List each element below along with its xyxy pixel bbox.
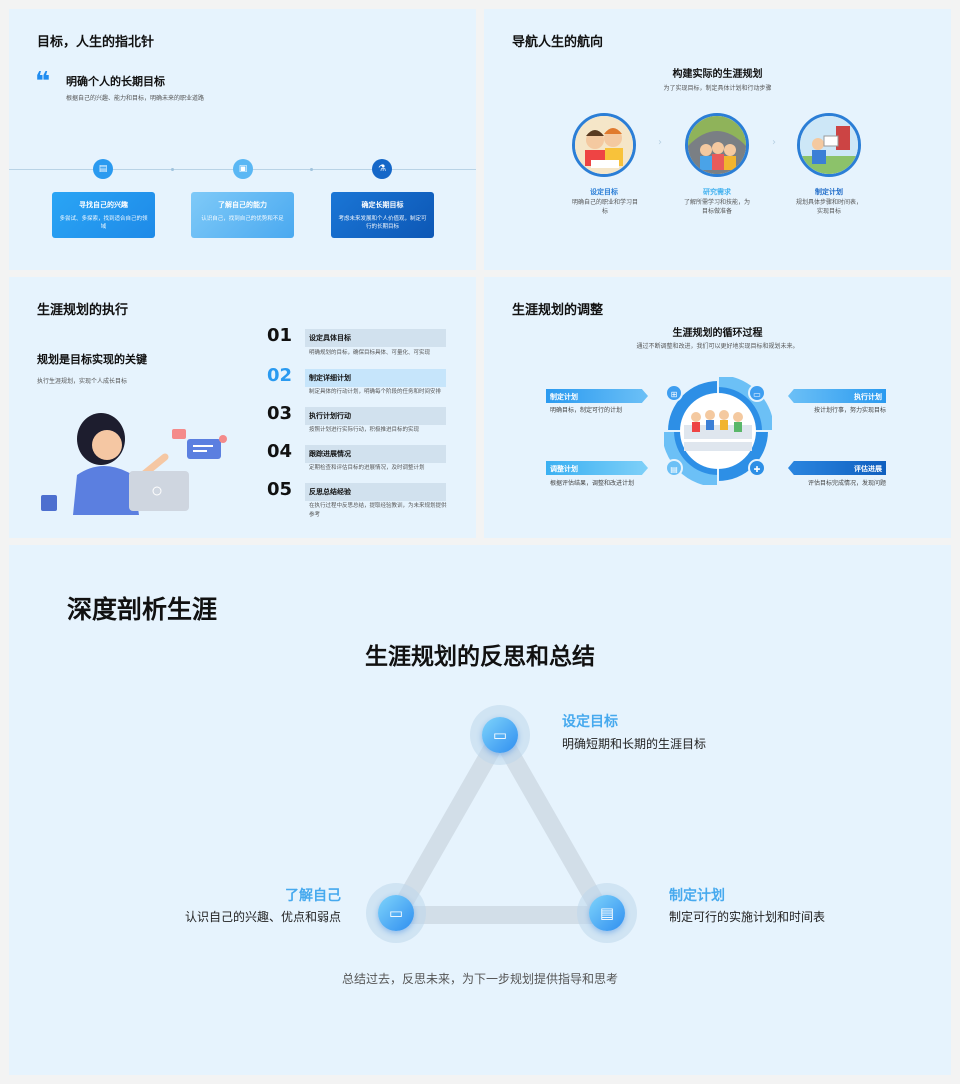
folder-icon: ▭ [378, 895, 414, 931]
triangle-shape [388, 726, 612, 924]
step-title: 设定目标 [590, 188, 618, 196]
slide-goal-compass: 目标，人生的指北针 ❝ 明确个人的长期目标 根据自己的兴趣、能力和目标，明确未来… [9, 9, 476, 270]
slide-title: 目标，人生的指北针 [37, 35, 155, 50]
step-desc: 按照计划进行实际行动，积极推进目标的实现 [309, 427, 420, 433]
card-desc: 考虑未来发展和个人价值观，制定可行的长期目标 [338, 216, 427, 231]
slide-navigate-life: 导航人生的航向 构建实际的生涯规划 为了实现目标，制定具体计划和行动步骤 › ›… [484, 9, 951, 270]
flask-icon: ⚗ [372, 159, 392, 179]
card-title: 寻找自己的兴趣 [79, 201, 128, 209]
slide-title: 生涯规划的执行 [37, 303, 129, 318]
slide-subtitle: 生涯规划的反思和总结 [365, 644, 595, 670]
footer-text: 总结过去，反思未来，为下一步规划提供指导和思考 [341, 972, 618, 986]
slide-desc: 执行生涯规划，实现个人成长目标 [37, 378, 128, 385]
step-desc: 规划具体步骤和时间表，实现目标 [796, 199, 863, 215]
slide-desc: 根据自己的兴趣、能力和目标，明确未来的职业道路 [66, 95, 205, 102]
slide-desc: 通过不断调整和改进，我们可以更好地实现目标和规划未来。 [636, 343, 799, 350]
ribbon-execute: 执行计划 [788, 389, 886, 403]
ribbon-plan: 制定计划 [546, 389, 648, 403]
illustration-woman-laptop [41, 413, 227, 515]
card-desc: 认识自己，找到自己的优势和不足 [201, 216, 284, 222]
node-desc: 认识自己的兴趣、优点和弱点 [184, 910, 341, 924]
step-desc: 在执行过程中反思总结，提取经验教训，为未来规划提供参考 [309, 503, 447, 518]
slide-reflection: 深度剖析生涯 生涯规划的反思和总结 ▭ ▭ ▤ 设定目标 明确短期和长期的生涯目… [9, 545, 951, 1075]
node-title: 设定目标 [562, 714, 618, 730]
step-number: 02 [267, 365, 293, 386]
ribbon-desc: 按计划行事，努力实现目标 [813, 407, 886, 414]
node-make-plan: ▤ [577, 883, 637, 943]
node-know-self: ▭ [366, 883, 426, 943]
illustration-kids-cave [685, 113, 749, 177]
step-number: 03 [267, 403, 293, 424]
slide-title: 导航人生的航向 [512, 35, 604, 50]
step-number: 04 [267, 441, 293, 462]
illustration-kids-planning [797, 113, 861, 177]
step-number: 01 [267, 325, 293, 346]
network-icon: ⊞ [665, 384, 683, 402]
cycle-ring [664, 377, 772, 485]
node-title: 了解自己 [285, 888, 341, 904]
step-title: 制定计划 [815, 188, 843, 196]
node-desc: 制定可行的实施计划和时间表 [669, 910, 826, 924]
step-title: 反思总结经验 [305, 483, 446, 501]
step-title: 跟踪进展情况 [305, 445, 446, 463]
step-title: 设定具体目标 [305, 329, 446, 347]
ribbon-desc: 明确目标，制定可行的计划 [550, 407, 623, 414]
slide-execution: 生涯规划的执行 规划是目标实现的关键 执行生涯规划，实现个人成长目标 01 设定… [9, 277, 476, 538]
step-desc: 明确自己的职业和学习目标 [572, 199, 639, 215]
ribbon-adjust: 调整计划 [546, 461, 648, 475]
slide-desc: 为了实现目标，制定具体计划和行动步骤 [663, 85, 772, 92]
step-title: 制定详细计划 [305, 369, 446, 387]
step-desc: 制定具体的行动计划，明确每个阶段的任务和时间安排 [309, 389, 442, 395]
card-title: 确定长期目标 [361, 201, 404, 209]
chat-icon: ▭ [482, 717, 518, 753]
arrow-icon: › [658, 137, 662, 148]
slide-adjustment: 生涯规划的调整 生涯规划的循环过程 通过不断调整和改进，我们可以更好地实现目标和… [484, 277, 951, 538]
ribbon-desc: 评估目标完成情况，发现问题 [807, 480, 886, 487]
slide-title: 深度剖析生涯 [67, 595, 218, 624]
ribbon-evaluate: 评估进展 [788, 461, 886, 475]
node-title: 制定计划 [669, 888, 725, 904]
step-title: 执行计划行动 [305, 407, 446, 425]
step-desc: 明确规划的目标，确保目标具体、可量化、可实现 [309, 350, 431, 356]
card-desc: 多尝试、多探索，找到适合自己的领域 [59, 216, 148, 231]
slide-heading: 规划是目标实现的关键 [37, 353, 147, 366]
slide-heading: 构建实际的生涯规划 [672, 69, 763, 80]
quote-icon: ❝ [35, 67, 51, 97]
step-desc: 了解所需学习和技能，为目标做准备 [683, 199, 750, 215]
card-long-term: 确定长期目标 考虑未来发展和个人价值观，制定可行的长期目标 [331, 192, 434, 238]
document-icon: ▤ [665, 459, 683, 477]
step-number: 05 [267, 479, 293, 500]
timeline-dot [171, 168, 174, 171]
image-icon: ▣ [233, 159, 253, 179]
document-icon: ▤ [93, 159, 113, 179]
card-title: 了解自己的能力 [218, 201, 267, 209]
document-icon: ▤ [589, 895, 625, 931]
chat-icon: ▭ [748, 384, 766, 402]
step-title: 研究需求 [703, 188, 731, 196]
illustration-kids-studying [572, 113, 636, 177]
node-desc: 明确短期和长期的生涯目标 [562, 737, 707, 751]
card-ability: 了解自己的能力 认识自己，找到自己的优势和不足 [191, 192, 294, 238]
timeline-dot [310, 168, 313, 171]
node-set-goal: ▭ [470, 705, 530, 765]
arrow-icon: › [772, 137, 776, 148]
slide-heading: 明确个人的长期目标 [66, 75, 165, 88]
ribbon-desc: 根据评估结果，调整和改进计划 [550, 480, 635, 487]
step-desc: 定期检查和评估目标的进展情况，及时调整计划 [309, 465, 425, 471]
puzzle-icon: ✚ [748, 459, 766, 477]
slide-heading: 生涯规划的循环过程 [672, 328, 763, 339]
slide-title: 生涯规划的调整 [512, 303, 604, 318]
card-interest: 寻找自己的兴趣 多尝试、多探索，找到适合自己的领域 [52, 192, 155, 238]
